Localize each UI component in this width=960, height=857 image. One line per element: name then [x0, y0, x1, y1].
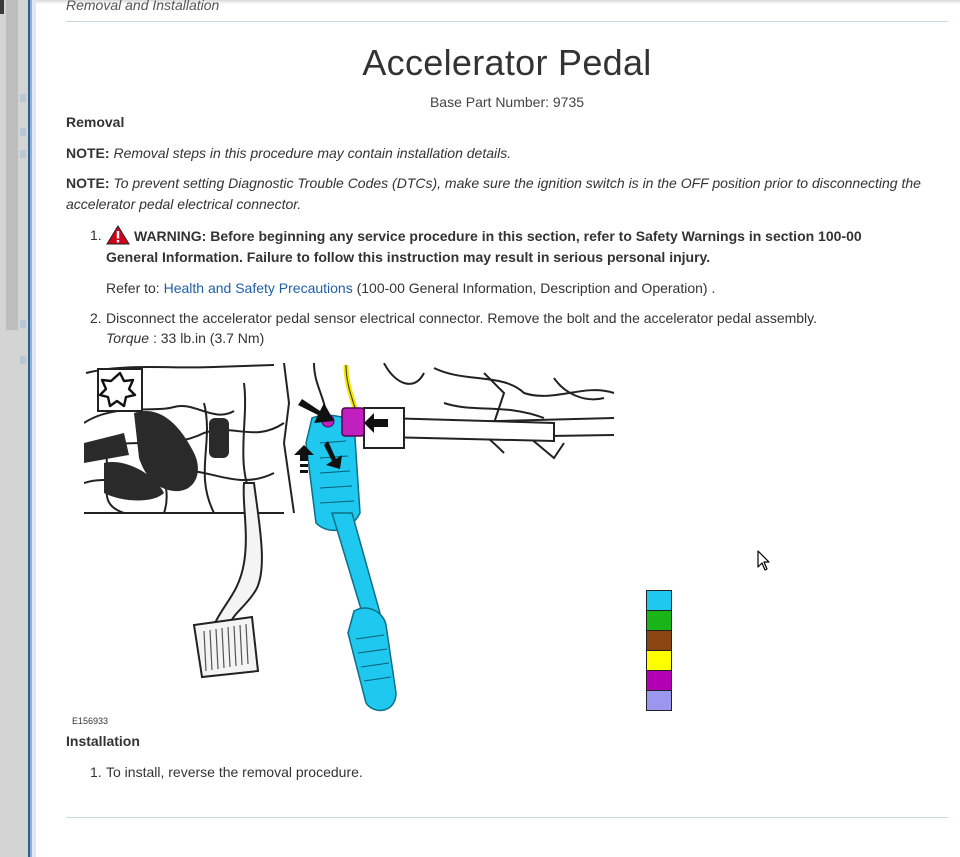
note-1: NOTE: Removal steps in this procedure ma…	[66, 143, 946, 164]
warning-message: WARNING: Before beginning any service pr…	[106, 228, 862, 265]
part-number: Base Part Number: 9735	[429, 94, 585, 110]
mouse-pointer-icon	[757, 550, 770, 571]
note-label: NOTE:	[66, 175, 110, 191]
removal-heading: Removal	[66, 114, 125, 130]
legend-swatch-lavender	[646, 691, 672, 711]
scroll-marker	[20, 128, 26, 136]
removal-step-2: 2. Disconnect the accelerator pedal sens…	[90, 308, 920, 352]
refer-suffix: (100-00 General Information, Description…	[356, 280, 716, 296]
legend-swatch-green	[646, 611, 672, 631]
torque-line: Torque : 33 lb.in (3.7 Nm)	[106, 328, 906, 349]
installation-step-1: 1. To install, reverse the removal proce…	[90, 762, 920, 784]
note-text: To prevent setting Diagnostic Trouble Co…	[66, 175, 921, 212]
document-content: Removal and Installation Accelerator Ped…	[66, 0, 948, 857]
scroll-marker	[20, 356, 26, 364]
note-label: NOTE:	[66, 145, 110, 161]
section-header: Removal and Installation	[66, 0, 220, 13]
scroll-marker	[20, 94, 26, 102]
warning-triangle-icon	[106, 225, 130, 245]
accelerator-pedal-illustration	[84, 363, 616, 715]
divider	[66, 21, 948, 22]
legend-swatch-magenta	[646, 671, 672, 691]
scrollbar-marker	[0, 0, 4, 14]
legend-swatch-yellow	[646, 651, 672, 671]
torque-label: Torque	[106, 330, 150, 346]
step-body: Disconnect the accelerator pedal sensor …	[106, 308, 906, 349]
torque-value: : 33 lb.in (3.7 Nm)	[152, 330, 265, 346]
note-text: Removal steps in this procedure may cont…	[113, 145, 512, 161]
removal-step-1: 1. WARNING: Before beginning any service…	[90, 225, 920, 296]
top-shadow	[36, 0, 960, 4]
scroll-marker	[20, 150, 26, 158]
page-title: Accelerator Pedal	[362, 42, 652, 83]
step-text: To install, reverse the removal procedur…	[106, 764, 363, 780]
refer-prefix: Refer to:	[106, 280, 160, 296]
scroll-marker	[20, 320, 26, 328]
note-2: NOTE: To prevent setting Diagnostic Trou…	[66, 173, 946, 215]
figure-id: E156933	[72, 716, 109, 726]
frame-border	[28, 0, 36, 857]
step-number: 1.	[90, 227, 102, 243]
scrollbar-thumb[interactable]	[6, 0, 18, 330]
color-legend	[646, 590, 672, 711]
step-number: 1.	[90, 764, 102, 780]
step-body: WARNING: Before beginning any service pr…	[106, 225, 906, 299]
health-and-safety-link[interactable]: Health and Safety Precautions	[163, 280, 353, 296]
step-number: 2.	[90, 310, 102, 326]
warning-text: WARNING: Before beginning any service pr…	[106, 225, 906, 268]
step-text: Disconnect the accelerator pedal sensor …	[106, 310, 818, 326]
refer-line: Refer to: Health and Safety Precautions …	[106, 278, 906, 299]
divider	[66, 817, 948, 818]
installation-heading: Installation	[66, 733, 140, 749]
left-scrollbar[interactable]	[0, 0, 28, 857]
legend-swatch-brown	[646, 631, 672, 651]
legend-swatch-cyan	[646, 590, 672, 611]
